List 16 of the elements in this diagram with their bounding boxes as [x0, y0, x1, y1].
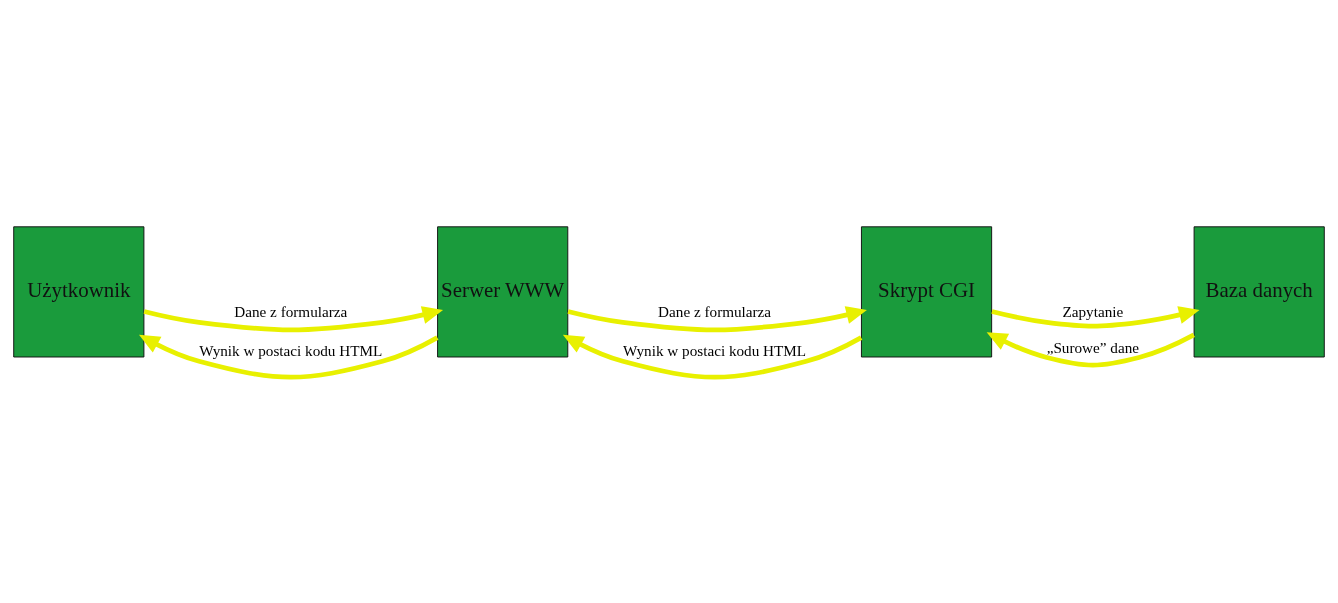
edge-label: Dane z formularza: [234, 302, 348, 320]
edge-label: Wynik w postaci kodu HTML: [199, 341, 383, 359]
arrow: [986, 331, 1195, 367]
node-box: Serwer WWW: [437, 225, 569, 357]
edge-label: Zapytanie: [1062, 302, 1124, 320]
arrow: [143, 305, 444, 332]
arrow: [567, 305, 867, 332]
edge-label: Dane z formularza: [658, 302, 772, 320]
arrow: [562, 334, 863, 380]
arrow: [139, 334, 439, 380]
node-box: Baza danych: [1193, 225, 1325, 357]
arrow: [991, 305, 1200, 328]
edge-label: Wynik w postaci kodu HTML: [623, 341, 807, 359]
node-box: Użytkownik: [13, 225, 145, 357]
node-box: Skrypt CGI: [860, 225, 993, 357]
edge-label: „Surowe” dane: [1046, 338, 1140, 356]
